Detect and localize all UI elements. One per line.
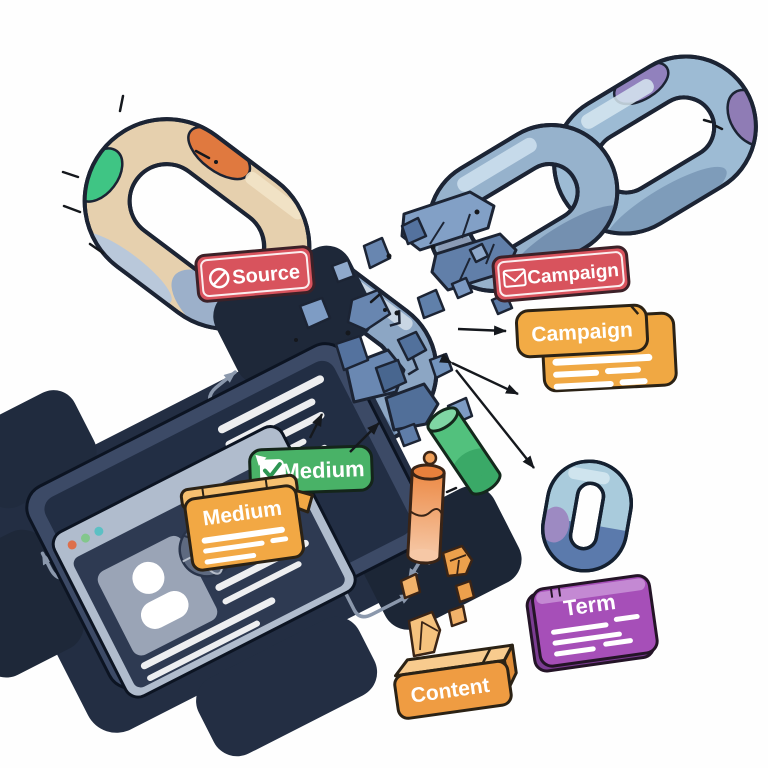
window-dot-red [67,540,77,550]
window-dot-green [81,533,91,543]
term-card-lines [551,613,640,657]
content-card: Content [393,643,518,720]
motion-dashes [61,94,724,494]
orange-cylinder [406,463,446,565]
broken-link-icon [208,267,230,289]
orange-shards [399,450,476,658]
arrow-double [439,353,519,396]
medium-card: Medium [179,473,314,572]
debris-dots [214,160,480,342]
term-card: Term [525,574,659,673]
arrow-from-medium-2 [349,422,380,453]
green-cylinder [426,406,502,496]
arrow-from-medium-1 [308,413,324,439]
window-dot-teal [94,526,104,536]
small-chain-link [536,459,633,578]
campaign-card-lines [552,353,653,390]
arrows [308,325,535,469]
campaign-tag-label: Campaign [491,245,631,303]
arrow-to-campaign-card [457,325,507,336]
arrow-to-small-link [455,369,535,469]
envelope-icon [502,268,527,288]
campaign-card-front: Campaign [514,303,650,359]
source-label: Source [194,245,316,303]
medium-card-lines [201,526,289,565]
campaign-card-text: Campaign [531,318,634,346]
